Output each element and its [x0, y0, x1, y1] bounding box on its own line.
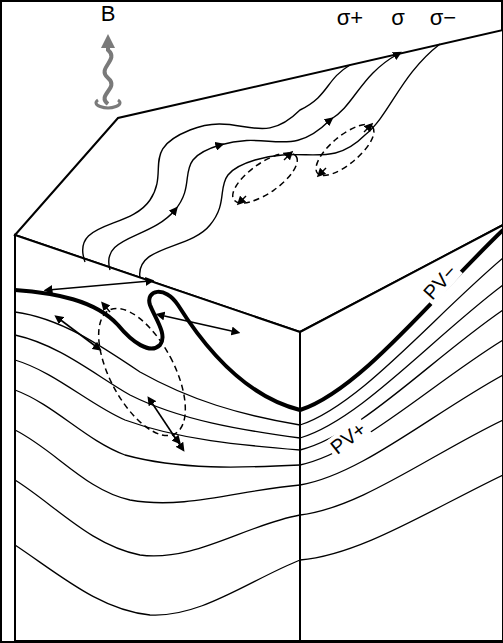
side-face — [300, 225, 503, 641]
isopycnal — [300, 420, 503, 515]
wind-arrow — [96, 48, 120, 108]
arrowhead — [320, 168, 326, 174]
double-arrow — [48, 281, 150, 290]
arrowhead — [284, 154, 290, 160]
streamline — [109, 54, 398, 270]
front-isopycnal — [15, 290, 300, 410]
isopycnal — [300, 475, 503, 560]
region-label: PV+ — [324, 416, 373, 461]
top-face — [15, 30, 503, 332]
isopycnal-label: σ — [391, 7, 405, 29]
streamline — [83, 65, 350, 262]
arrowhead — [364, 126, 370, 132]
isopycnal-label: σ− — [430, 7, 456, 29]
circulation-arrows — [104, 126, 370, 441]
isopycnal-label: σ+ — [337, 7, 363, 29]
rotation-arc — [96, 100, 120, 108]
double-arrow — [58, 318, 98, 348]
isopycnal — [300, 375, 503, 485]
isopycnal — [300, 340, 503, 465]
isopycnal — [15, 545, 300, 615]
arrowhead — [104, 305, 110, 312]
arrowhead — [240, 196, 246, 202]
isopycnals-front — [15, 312, 300, 615]
isopycnal — [15, 360, 300, 450]
region-label: PV− — [417, 258, 463, 306]
streamlines — [83, 44, 440, 278]
double-arrow — [160, 315, 236, 332]
dashed-ellipse — [225, 144, 304, 212]
wavy-arrow — [105, 48, 112, 104]
velocity-arrows — [48, 281, 236, 448]
isopycnal — [15, 390, 300, 467]
isopycnal — [15, 480, 300, 556]
dashed-ellipse — [81, 295, 203, 449]
isopycnal — [300, 285, 503, 438]
isopycnal — [15, 335, 300, 438]
dashed-ellipse — [308, 116, 381, 184]
isopycnal — [15, 430, 300, 503]
isopycnals-side — [300, 258, 503, 560]
isopycnal — [15, 312, 300, 425]
double-arrow — [150, 400, 182, 448]
streamline — [140, 44, 440, 278]
front-isopycnal — [300, 230, 503, 410]
front-face — [15, 235, 300, 641]
isopycnal — [300, 258, 503, 425]
field-label: B — [101, 3, 116, 25]
